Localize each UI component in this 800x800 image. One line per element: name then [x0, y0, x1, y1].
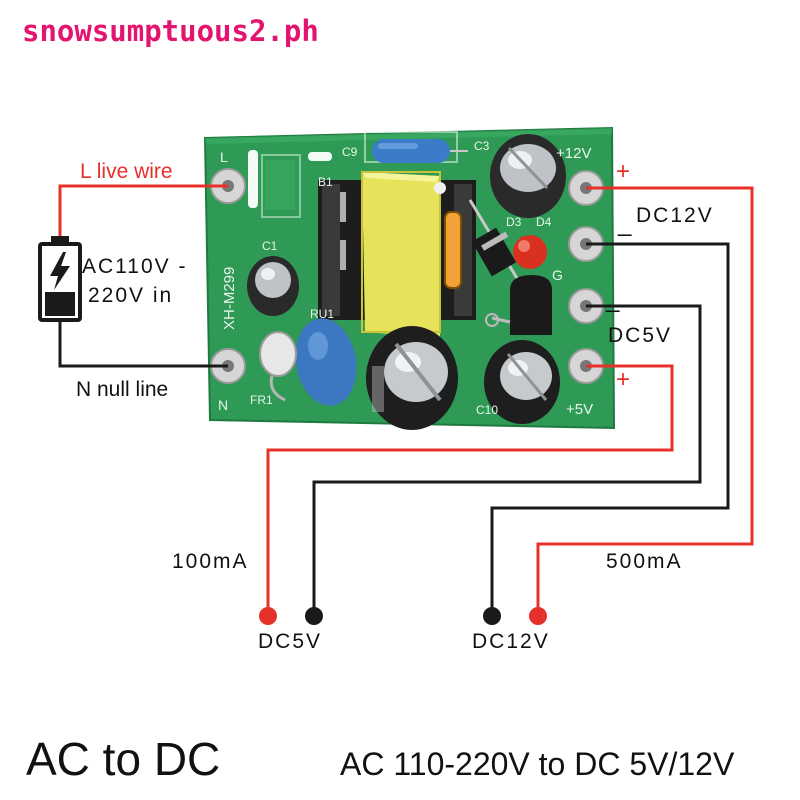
pcb-label-c9: C9 [342, 145, 358, 159]
pcb-silkscreen: L N C1 C3 C9 B1 D3 D4 FR1 RU1 C10 G +12V… [218, 139, 593, 418]
live-wire-label: L live wire [80, 160, 173, 183]
fuse-fr1 [259, 331, 297, 402]
pcb-model: XH-M299 [221, 267, 238, 330]
pcb-label-c3: C3 [474, 139, 490, 153]
pcb-label-c10: C10 [476, 403, 498, 417]
pcb-label-b1: B1 [318, 175, 333, 189]
transformer [318, 171, 476, 338]
pcb-label-l: L [220, 149, 228, 165]
regulator-u4 [485, 275, 552, 335]
varistor-ru1 [295, 318, 357, 406]
plus-5v-sign: + [616, 366, 631, 393]
minus-5v-sign: _ [606, 286, 620, 313]
pcb-label-g: G [552, 267, 563, 283]
dc12v-top-label: DC12V [636, 204, 714, 227]
pcb-label-fr1: FR1 [250, 393, 273, 407]
battery-icon [38, 236, 82, 322]
capacitor-c9 [372, 139, 468, 163]
capacitor-main [366, 326, 458, 430]
output-5v-label: DC5V [258, 630, 323, 653]
dc5v-top-label: DC5V [608, 324, 673, 347]
dc5v-negative-terminal [305, 607, 323, 625]
minus-12v-sign: _ [618, 210, 632, 237]
pcb-label-12v: +12V [556, 145, 591, 162]
pcb-label-c1: C1 [262, 239, 278, 253]
pcb-label-5v: +5V [566, 401, 593, 418]
capacitor-c3 [490, 134, 566, 218]
dc12v-positive-terminal [529, 607, 547, 625]
current-12v-label: 500mA [606, 550, 683, 573]
current-5v-label: 100mA [172, 550, 249, 573]
capacitor-c10 [484, 340, 560, 424]
capacitor-c1 [247, 256, 299, 316]
dc5v-positive-terminal [259, 607, 277, 625]
watermark-text: snowsumptuous2.ph [22, 14, 319, 48]
dc12v-negative-terminal [483, 607, 501, 625]
null-line-label: N null line [76, 378, 169, 401]
pcb-label-d4: D4 [536, 215, 552, 229]
footer-subtitle: AC 110-220V to DC 5V/12V [340, 746, 735, 782]
output-wires [266, 186, 754, 612]
output-terminals [259, 607, 547, 625]
footer-title: AC to DC [26, 733, 221, 785]
pcb-label-n: N [218, 397, 228, 413]
led-d4 [513, 235, 547, 269]
pcb-label-ru1: RU1 [310, 307, 334, 321]
plus-12v-sign: + [616, 158, 631, 185]
ac-input-label-line1: AC110V - [82, 255, 188, 278]
ac-input-label-line2: 220V in [88, 284, 174, 307]
output-12v-label: DC12V [472, 630, 550, 653]
pcb-label-d3: D3 [506, 215, 522, 229]
input-wires [58, 184, 228, 368]
